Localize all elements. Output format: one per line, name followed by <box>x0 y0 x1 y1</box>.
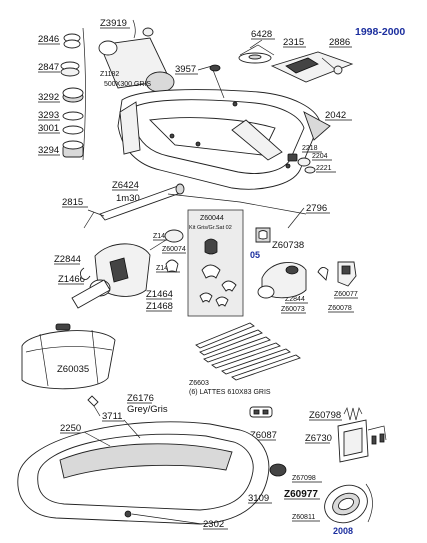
part-z60798-label: Z60798 <box>309 410 341 421</box>
part-2815-label: 2815 <box>62 197 83 208</box>
part-z1182-label: Z1182 <box>100 71 119 78</box>
part-2796-label: 2796 <box>306 203 327 214</box>
part-3292-label: 3292 <box>38 92 59 103</box>
left-oarlock-assembly: Z1460 Z60074 Z2844 Z1462 Z1466 Z1464 Z14… <box>54 229 186 312</box>
part-z60078-label: Z60078 <box>328 305 352 312</box>
part-3294-label: 3294 <box>38 145 59 156</box>
part-z1466-label: Z1466 <box>58 274 85 285</box>
kit-description: Kit Gris/Gr.Sat 02 <box>189 225 232 231</box>
part-3109-label: 3109 <box>248 493 269 504</box>
part-z60073-label: Z60073 <box>281 306 305 313</box>
part-z60977-label: Z60977 <box>284 489 318 500</box>
part-z6424-length-label: 1m30 <box>116 193 140 204</box>
seat-assembly: 6428 2315 2886 <box>238 29 354 83</box>
part-z1460-label: Z1460 <box>153 233 173 240</box>
lower-boat-hull: Z6176 Grey/Gris 3711 2250 Z6087 3109 230… <box>17 393 277 530</box>
grey-gris-label: Grey/Gris <box>127 404 168 415</box>
part-z6730-label: Z6730 <box>305 433 332 444</box>
part-2250-label: 2250 <box>60 423 81 434</box>
transom-parts: Z60798 Z6730 Z67098 Z60977 Z60811 2008 <box>269 406 387 536</box>
part-2042-label: 2042 <box>325 110 346 121</box>
part-z2844-left-label: Z2844 <box>54 254 81 265</box>
part-z2844-right-label: Z2844 <box>285 296 305 303</box>
part-z1462-label: Z1462 <box>156 265 176 272</box>
part-2221-label: 2221 <box>316 165 332 172</box>
bag-z1182: Z3919 Z1182 500X300 GRIS <box>98 18 175 93</box>
rod-z6424: Z6424 1m30 2815 2796 <box>62 180 330 229</box>
part-2218-label: 2218 <box>302 145 318 152</box>
bag-z60035: Z60035 <box>21 323 116 390</box>
part-z60077-label: Z60077 <box>334 291 358 298</box>
years-label: 1998-2000 <box>355 26 405 38</box>
part-3711-label: 3711 <box>102 411 122 422</box>
valve-parts-right: 2218 2204 2221 <box>287 145 336 174</box>
part-2886-label: 2886 <box>329 37 350 48</box>
part-z60044-label: Z60044 <box>200 215 224 222</box>
part-z6603-label: Z6603 <box>189 380 209 387</box>
part-2204-label: 2204 <box>312 153 328 160</box>
left-valve-parts: 2846 2847 3292 3293 3001 3294 <box>38 27 86 161</box>
part-3293-label: 3293 <box>38 110 59 121</box>
part-z6424-label: Z6424 <box>112 180 139 191</box>
part-z60074-label: Z60074 <box>162 246 186 253</box>
part-z60811-label: Z60811 <box>292 514 315 521</box>
part-2846-label: 2846 <box>38 34 59 45</box>
slats-z6603: Z6603 (6) LATTES 610X83 GRIS <box>189 322 301 396</box>
part-6428-label: 6428 <box>251 29 272 40</box>
part-z3919-label: Z3919 <box>100 18 127 29</box>
part-z67098-label: Z67098 <box>292 475 316 482</box>
part-z1464-label: Z1464 <box>146 289 173 300</box>
part-z6087-label: Z6087 <box>250 430 277 441</box>
clip-z60738: Z60738 05 <box>250 227 304 260</box>
part-z6176-label: Z6176 <box>127 393 154 404</box>
part-2847-label: 2847 <box>38 62 59 73</box>
part-z1182-size-label: 500X300 GRIS <box>104 81 151 88</box>
kit-z60044: Z60044 Kit Gris/Gr.Sat 02 <box>187 209 244 317</box>
top-boat-hull: 3957 2042 <box>117 64 352 190</box>
year-2008-label: 2008 <box>333 526 353 536</box>
part-3957-label: 3957 <box>175 64 196 75</box>
part-z60738-label: Z60738 <box>272 240 304 251</box>
part-z1468-label: Z1468 <box>146 301 173 312</box>
part-05-label: 05 <box>250 250 260 260</box>
right-oarlock-assembly: Z2844 Z60077 Z60073 Z60078 <box>257 261 358 314</box>
part-2315-label: 2315 <box>283 37 304 48</box>
part-2302-label: 2302 <box>203 519 224 530</box>
part-z60035-label: Z60035 <box>57 364 89 375</box>
part-3001-label: 3001 <box>38 123 59 134</box>
lattes-description: (6) LATTES 610X83 GRIS <box>189 389 271 396</box>
